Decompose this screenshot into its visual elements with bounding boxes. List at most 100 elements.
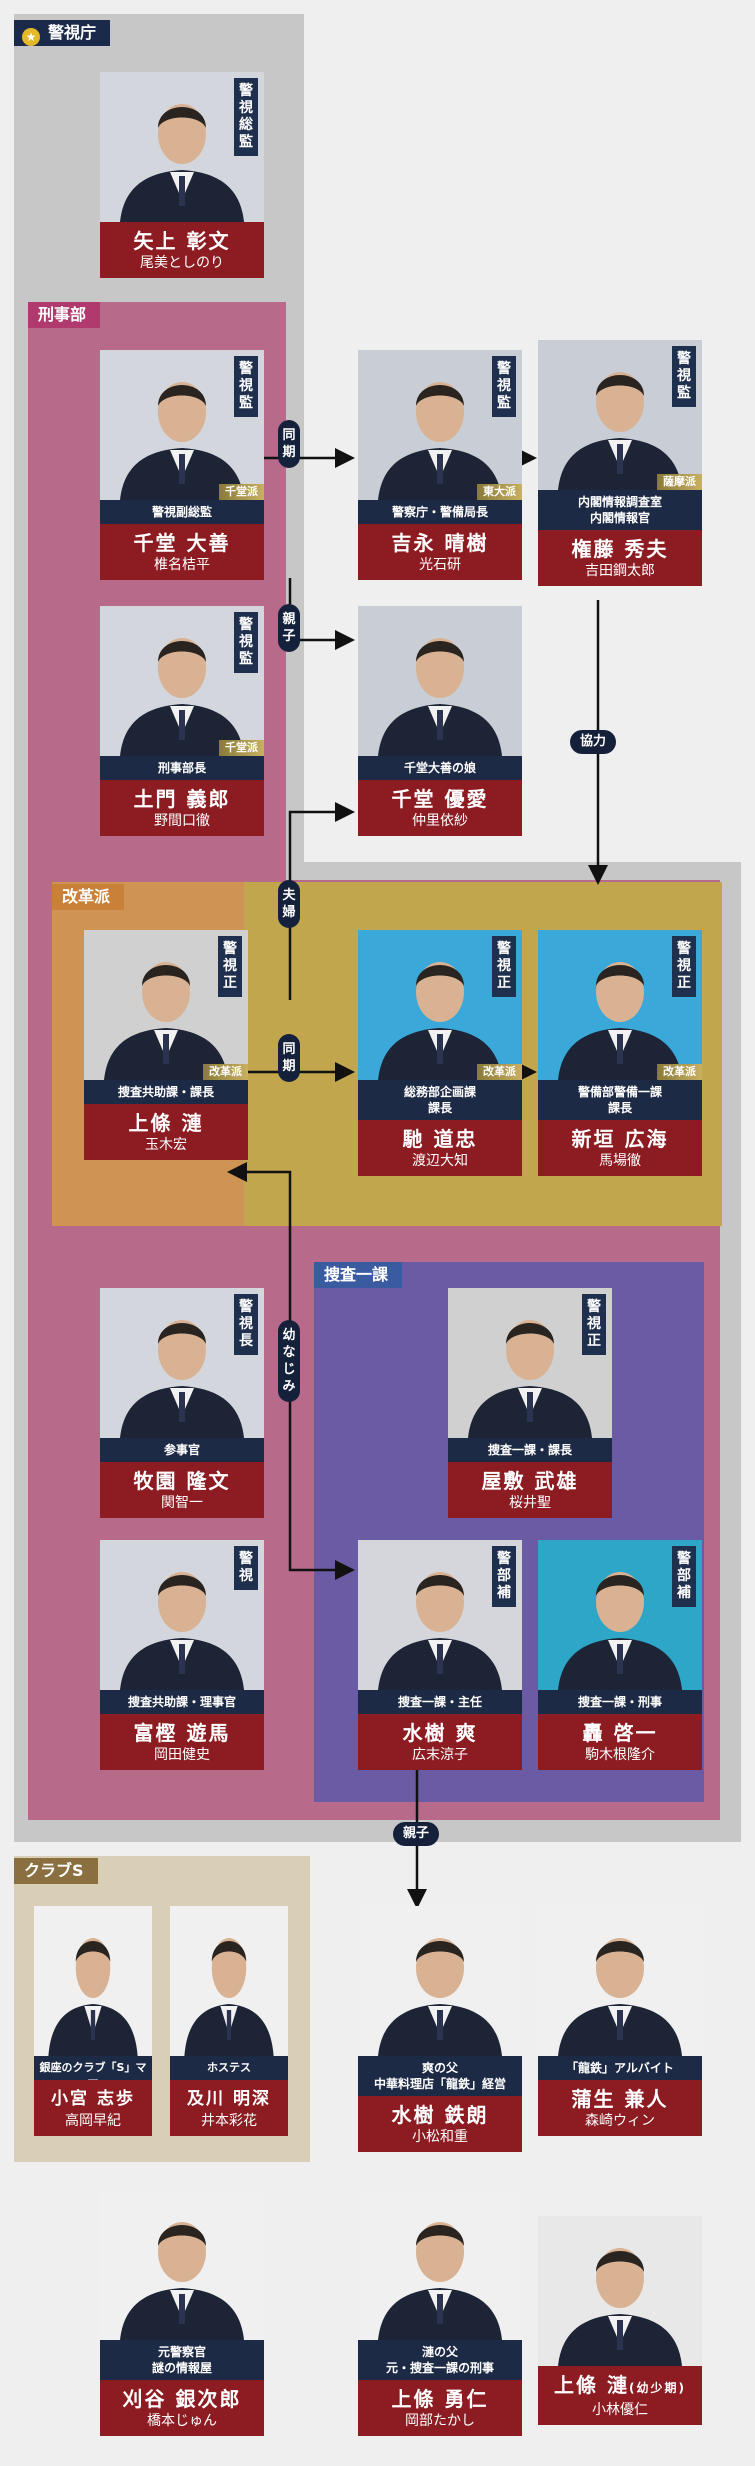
name-box: 上條 勇仁岡部たかし bbox=[358, 2380, 522, 2436]
name-box: 上條 漣玉木宏 bbox=[84, 1104, 248, 1160]
name-box: 千堂 大善椎名桔平 bbox=[100, 524, 264, 580]
character-name: 小宮 志歩 bbox=[34, 2080, 152, 2112]
character-name: 轟 啓一 bbox=[538, 1714, 702, 1746]
relation-label-kyoryoku: 協力 bbox=[570, 730, 616, 754]
character-name: 権藤 秀夫 bbox=[538, 530, 702, 562]
actor-name: 駒木根隆介 bbox=[538, 1746, 702, 1770]
name-box: 権藤 秀夫吉田鋼太郎 bbox=[538, 530, 702, 586]
actor-name: 関智一 bbox=[100, 1494, 264, 1518]
faction-badge: 千堂派 bbox=[219, 740, 264, 756]
character-name: 矢上 彰文 bbox=[100, 222, 264, 254]
rank-badge: 警視監 bbox=[672, 346, 696, 407]
character-name: 及川 明深 bbox=[170, 2080, 288, 2112]
name-box: 小宮 志歩高岡早紀 bbox=[34, 2080, 152, 2136]
portrait-image bbox=[358, 606, 522, 756]
rank-badge: 警部補 bbox=[492, 1546, 516, 1607]
faction-badge: 改革派 bbox=[203, 1064, 248, 1080]
position-title: 警備部警備一課 課長 bbox=[538, 1080, 702, 1120]
position-title: 警視副総監 bbox=[100, 500, 264, 524]
name-box: 千堂 優愛仲里依紗 bbox=[358, 780, 522, 836]
name-box: 轟 啓一駒木根隆介 bbox=[538, 1714, 702, 1770]
actor-name: 渡辺大知 bbox=[358, 1152, 522, 1176]
position-title: 爽の父 中華料理店「龍鉄」経営 bbox=[358, 2056, 522, 2096]
portrait-image bbox=[100, 2190, 264, 2340]
actor-name: 井本彩花 bbox=[170, 2112, 288, 2136]
portrait-image bbox=[358, 2190, 522, 2340]
rank-badge: 警視正 bbox=[218, 936, 242, 997]
faction-badge: 東大派 bbox=[477, 484, 522, 500]
character-name: 新垣 広海 bbox=[538, 1120, 702, 1152]
rank-badge: 警視 bbox=[234, 1546, 258, 1590]
actor-name: 森崎ウィン bbox=[538, 2112, 702, 2136]
name-suffix: (幼少期) bbox=[629, 2381, 686, 2395]
position-title: 漣の父 元・捜査一課の刑事 bbox=[358, 2340, 522, 2380]
character-name: 富樫 遊馬 bbox=[100, 1714, 264, 1746]
position-title: 内閣情報調査室 内閣情報官 bbox=[538, 490, 702, 530]
actor-name: 高岡早紀 bbox=[34, 2112, 152, 2136]
actor-name: 広末涼子 bbox=[358, 1746, 522, 1770]
position-title: 捜査共助課・課長 bbox=[84, 1080, 248, 1104]
portrait-image bbox=[538, 2216, 702, 2366]
actor-name: 小松和重 bbox=[358, 2128, 522, 2152]
name-box: 刈谷 銀次郎橋本じゅん bbox=[100, 2380, 264, 2436]
position-title: 刑事部長 bbox=[100, 756, 264, 780]
character-name: 上條 漣(幼少期) bbox=[538, 2366, 702, 2401]
relation-label-fuufu: 夫婦 bbox=[278, 880, 300, 928]
actor-name: 橋本じゅん bbox=[100, 2412, 264, 2436]
position-title: ホステス bbox=[170, 2056, 288, 2080]
name-box: 土門 義郎野間口徹 bbox=[100, 780, 264, 836]
character-name: 馳 道忠 bbox=[358, 1120, 522, 1152]
name-box: 水樹 鉄朗小松和重 bbox=[358, 2096, 522, 2152]
character-name: 牧園 隆文 bbox=[100, 1462, 264, 1494]
actor-name: 岡部たかし bbox=[358, 2412, 522, 2436]
name-box: 及川 明深井本彩花 bbox=[170, 2080, 288, 2136]
actor-name: 玉木宏 bbox=[84, 1136, 248, 1160]
rank-badge: 警視正 bbox=[492, 936, 516, 997]
rank-badge: 警視長 bbox=[234, 1294, 258, 1355]
position-title: 総務部企画課 課長 bbox=[358, 1080, 522, 1120]
rank-badge: 警視監 bbox=[234, 356, 258, 417]
position-title: 元警察官 謎の情報屋 bbox=[100, 2340, 264, 2380]
character-name: 吉永 晴樹 bbox=[358, 524, 522, 556]
position-title: 警察庁・警備局長 bbox=[358, 500, 522, 524]
actor-name: 野間口徹 bbox=[100, 812, 264, 836]
relation-label-douki-top-left: 同期 bbox=[278, 420, 300, 468]
portrait-image bbox=[170, 1906, 288, 2056]
relation-label-oyako-sendo: 親子 bbox=[278, 604, 300, 652]
name-box: 矢上 彰文尾美としのり bbox=[100, 222, 264, 278]
character-name: 水樹 鉄朗 bbox=[358, 2096, 522, 2128]
position-title: 捜査一課・刑事 bbox=[538, 1690, 702, 1714]
relation-label-osananajimi: 幼なじみ bbox=[278, 1320, 300, 1402]
faction-badge: 薩摩派 bbox=[657, 474, 702, 490]
name-box: 屋敷 武雄桜井聖 bbox=[448, 1462, 612, 1518]
character-name: 蒲生 兼人 bbox=[538, 2080, 702, 2112]
character-name: 水樹 爽 bbox=[358, 1714, 522, 1746]
name-box: 上條 漣(幼少期)小林優仁 bbox=[538, 2366, 702, 2425]
rank-badge: 警視監 bbox=[234, 612, 258, 673]
actor-name: 桜井聖 bbox=[448, 1494, 612, 1518]
position-title: 捜査一課・課長 bbox=[448, 1438, 612, 1462]
name-box: 牧園 隆文関智一 bbox=[100, 1462, 264, 1518]
position-title: 千堂大善の娘 bbox=[358, 756, 522, 780]
actor-name: 馬場徹 bbox=[538, 1152, 702, 1176]
character-name: 刈谷 銀次郎 bbox=[100, 2380, 264, 2412]
position-title: 参事官 bbox=[100, 1438, 264, 1462]
position-title: 「龍鉄」アルバイト bbox=[538, 2056, 702, 2080]
faction-badge: 千堂派 bbox=[219, 484, 264, 500]
portrait-image bbox=[358, 1906, 522, 2056]
rank-badge: 警視総監 bbox=[234, 78, 258, 156]
position-title: 捜査共助課・理事官 bbox=[100, 1690, 264, 1714]
faction-badge: 改革派 bbox=[477, 1064, 522, 1080]
actor-name: 光石研 bbox=[358, 556, 522, 580]
rank-badge: 警視監 bbox=[492, 356, 516, 417]
portrait-image bbox=[538, 1906, 702, 2056]
actor-name: 仲里依紗 bbox=[358, 812, 522, 836]
actor-name: 椎名桔平 bbox=[100, 556, 264, 580]
name-box: 蒲生 兼人森崎ウィン bbox=[538, 2080, 702, 2136]
character-name: 土門 義郎 bbox=[100, 780, 264, 812]
character-name: 千堂 優愛 bbox=[358, 780, 522, 812]
relation-label-douki-mid-left: 同期 bbox=[278, 1034, 300, 1082]
character-name: 上條 勇仁 bbox=[358, 2380, 522, 2412]
relation-label-oyako-mizuki: 親子 bbox=[393, 1822, 439, 1846]
actor-name: 岡田健史 bbox=[100, 1746, 264, 1770]
